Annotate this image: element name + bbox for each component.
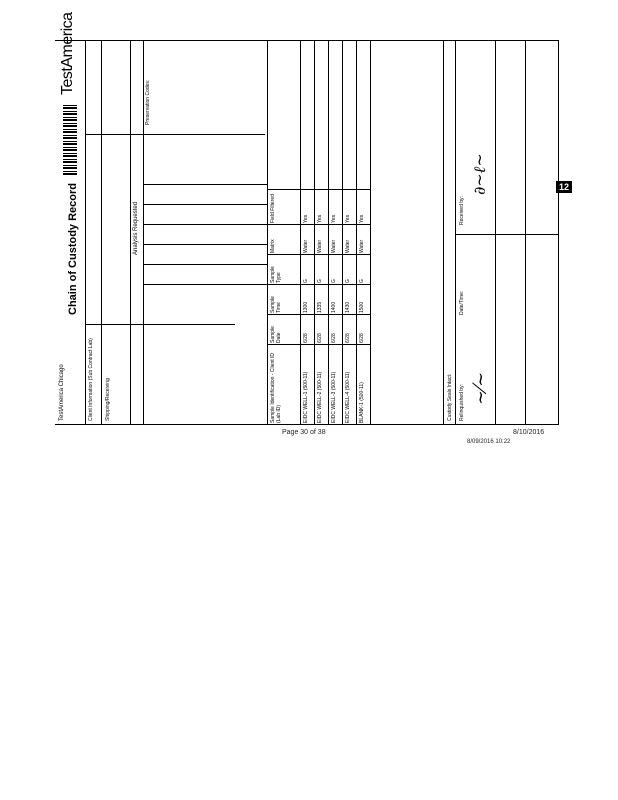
signature: ∂~ℓ~ [470, 153, 489, 195]
sample-matrix: Water [303, 239, 309, 253]
sample-type: G [331, 279, 337, 283]
divider [143, 264, 267, 265]
divider [143, 40, 144, 425]
sample-type: G [345, 279, 351, 283]
received-by-label: Received by: [459, 196, 465, 225]
form-title: Chain of Custody Record [67, 182, 79, 315]
sample-time: 1430 [345, 301, 351, 313]
sample-date: 6/28 [345, 333, 351, 343]
sample-time: 1335 [317, 301, 323, 313]
page-number: Page 30 of 38 [282, 429, 326, 436]
divider [85, 134, 265, 135]
sample-matrix: Water [317, 239, 323, 253]
divider [143, 204, 267, 205]
preservation-codes-label: Preservation Codes: [145, 79, 151, 125]
divider [370, 40, 371, 425]
divider [143, 284, 267, 285]
divider [85, 324, 235, 325]
table-row: EIDC WELL-4 (500-11) 6/28 1430 G Water Y… [342, 40, 355, 425]
divider [143, 224, 267, 225]
sample-id: EIDC WELL-1 (500-11) [303, 371, 309, 423]
table-row: EIDC WELL-2 (500-11) 6/28 1335 G Water Y… [314, 40, 327, 425]
field-filtered: Yes [359, 214, 365, 223]
sample-id: EIDC WELL-3 (500-11) [331, 371, 337, 423]
col-matrix: Matrix [270, 239, 276, 253]
sample-date: 6/28 [303, 333, 309, 343]
col-sample-id: Sample Identification - Client ID (Lab I… [270, 352, 282, 423]
field-filtered: Yes [303, 214, 309, 223]
page-badge: 12 [556, 181, 573, 193]
table-row: EIDC WELL-1 (500-11) 6/28 1300 G Water Y… [300, 40, 313, 425]
footer-stamp: 8/09/2016 10:22 [467, 439, 511, 445]
field-filtered: Yes [331, 214, 337, 223]
sample-matrix: Water [345, 239, 351, 253]
col-sample-time: Sample Time [270, 296, 282, 313]
divider [455, 234, 558, 235]
sample-matrix: Water [359, 239, 365, 253]
lab-name: TestAmerica Chicago [59, 364, 65, 421]
sample-id: EIDC WELL-2 (500-11) [317, 371, 323, 423]
analysis-requested-label: Analysis Requested [133, 201, 139, 255]
field-filtered: Yes [345, 214, 351, 223]
footer-date: 8/10/2016 [513, 429, 545, 436]
divider [525, 40, 526, 425]
col-sample-date: Sample Date [270, 326, 282, 343]
relinquished-by-label: Relinquished by: [459, 384, 465, 421]
table-row: EIDC WELL-3 (500-11) 6/28 1400 G Water Y… [328, 40, 341, 425]
divider [143, 184, 267, 185]
barcode [63, 105, 77, 175]
sample-date: 6/28 [317, 333, 323, 343]
sample-matrix: Water [331, 239, 337, 253]
sample-id: EIDC WELL-4 (500-11) [345, 371, 351, 423]
divider [455, 40, 456, 425]
client-info-label: Client Information (Sub Contract Lab) [88, 338, 94, 421]
sample-type: G [317, 279, 323, 283]
divider [85, 40, 86, 425]
sample-date: 6/28 [359, 333, 365, 343]
col-field-filtered: Field Filtered [270, 194, 276, 223]
col-sample-type: Sample Type [270, 266, 282, 283]
table-row: BLANK-1 (500-11) 6/28 1500 G Water Yes [356, 40, 369, 425]
sample-time: 1400 [331, 301, 337, 313]
shipping-label: Shipping/Receiving [105, 378, 111, 421]
field-filtered: Yes [317, 214, 323, 223]
testamerica-logo: TestAmerica [59, 12, 76, 95]
divider [130, 40, 131, 425]
divider [143, 244, 267, 245]
divider [267, 40, 268, 425]
date-time-label: Date/Time: [459, 290, 465, 315]
divider [443, 40, 444, 425]
sample-time: 1500 [359, 301, 365, 313]
divider [101, 40, 102, 425]
sample-date: 6/28 [331, 333, 337, 343]
chain-of-custody-form: TestAmerica Chicago Chain of Custody Rec… [55, 12, 560, 425]
signature: ~⁄~ [470, 371, 491, 405]
custody-seals-label: Custody Seals Intact: [447, 373, 453, 421]
sample-time: 1300 [303, 301, 309, 313]
divider [495, 40, 496, 425]
sample-type: G [359, 279, 365, 283]
sample-id: BLANK-1 (500-11) [359, 382, 365, 423]
sample-type: G [303, 279, 309, 283]
